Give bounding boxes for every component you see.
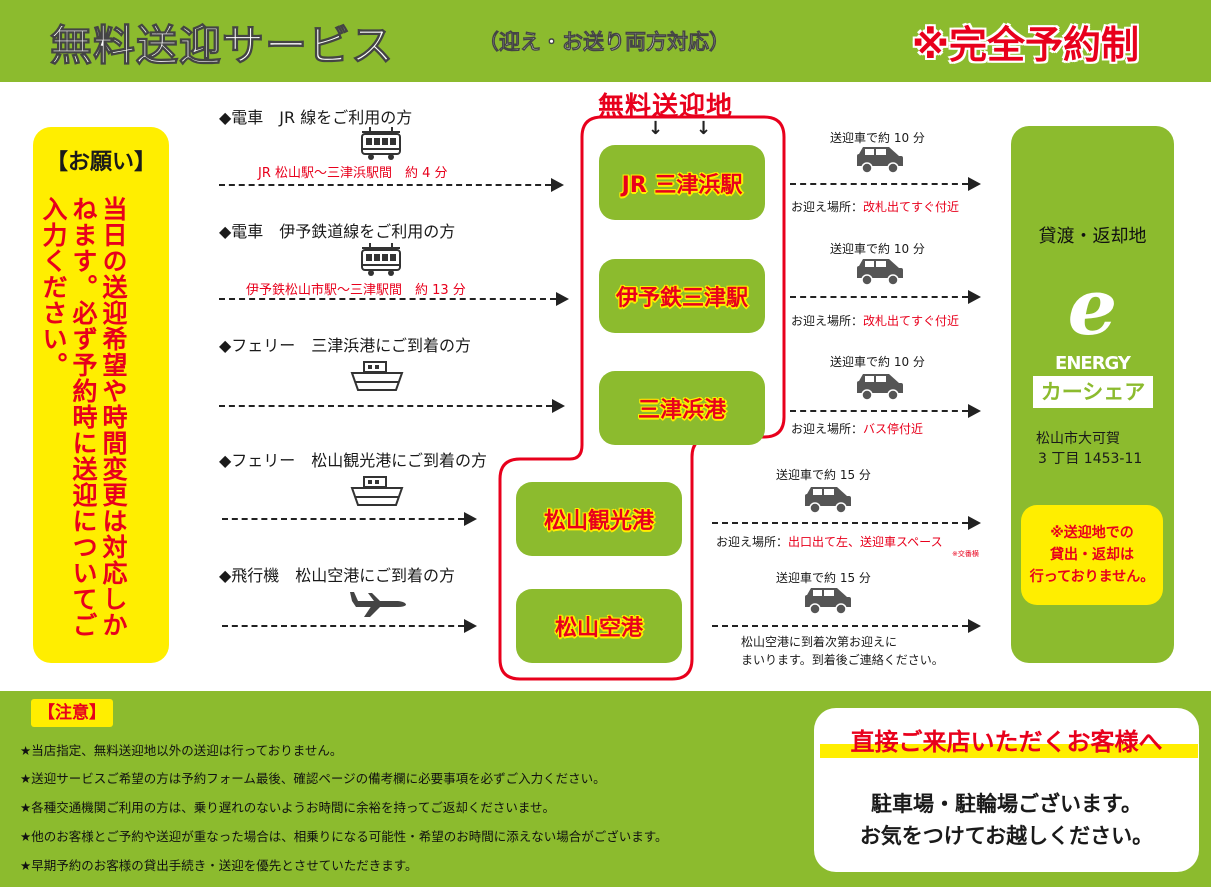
carshare-label: カーシェア [1033,376,1153,408]
page-subtitle: （迎え・お送り両方対応） [478,30,731,55]
down-arrow-icon: ↓ [696,118,712,139]
iyotetsu-section-time: 伊予鉄松山市駅〜三津駅間 約 13 分 [246,283,466,298]
down-arrow-icon: ↓ [648,118,664,139]
pickup-jr-mitsuhama: JR 三津浜駅 [599,145,765,220]
arrow-head-icon [551,178,564,192]
ferry-icon [350,476,404,506]
shuttle-arrow-line [712,522,968,524]
destination-note: ※送迎地での 貸出・返却は 行っておりません。 [1021,505,1163,605]
car-icon [857,147,903,174]
arrow-head-icon [552,399,565,413]
shuttle-arrow-line [790,183,968,185]
jr-section-time: JR 松山駅〜三津浜駅間 約 4 分 [258,166,448,181]
caution-item: ★送迎サービスご希望の方は予約フォーム最後、確認ページの備考欄に必要事項を必ずご… [20,771,606,786]
route-label-airplane: ◆飛行機 松山空港にご到着の方 [219,566,455,585]
reservation-notice: ※完全予約制 [912,23,1139,67]
caution-item: ★他のお客様とご予約や送迎が重なった場合は、相乗りになる可能性・希望のお時間に添… [20,829,668,844]
route-label-iyotetsu: ◆電車 伊予鉄道線をご利用の方 [219,222,456,241]
destination-address: 松山市大可賀 [1036,431,1120,447]
pickup-place: お迎え場所：改札出てすぐ付近 [791,200,960,214]
ferry-icon [350,361,404,391]
shuttle-time: 送迎車で約 10 分 [830,131,925,145]
airport-note: まいります。到着後ご連絡ください。 [741,653,944,667]
pickup-matsuyama-airport: 松山空港 [516,589,682,663]
visit-title: 直接ご来店いただくお客様へ [850,728,1163,756]
route-label-matsuyama-ferry: ◆フェリー 松山観光港にご到着の方 [219,451,487,470]
shuttle-time: 送迎車で約 15 分 [776,571,871,585]
caution-title: 【注意】 [31,699,113,727]
page-title: 無料送迎サービス [49,21,395,71]
arrow-head-icon [968,516,981,530]
arrow-head-icon [968,290,981,304]
direct-visit-box [814,708,1199,872]
car-icon [805,487,851,514]
shuttle-arrow-line [790,410,968,412]
shuttle-arrow-line [790,296,968,298]
request-title: 【お願い】 [45,150,156,175]
car-icon [857,259,903,286]
pickup-matsuyama-port: 松山観光港 [516,482,682,556]
airplane-icon [350,592,406,617]
pickup-iyotetsu-mitsu: 伊予鉄三津駅 [599,259,765,333]
route-arrow-line [222,625,464,627]
arrow-head-icon [464,619,477,633]
arrow-head-icon [968,177,981,191]
pickup-area-outline [498,115,786,681]
destination-title: 貸渡・返却地 [1038,226,1147,247]
pickup-place: お迎え場所：バス停付近 [791,422,924,436]
header-bar [0,0,1211,82]
request-box [33,127,169,663]
pickup-mitsuhama-port: 三津浜港 [599,371,765,445]
route-arrow-line [219,184,551,186]
train-icon [361,243,401,276]
shuttle-time: 送迎車で約 10 分 [830,242,925,256]
route-arrow-line [219,405,552,407]
arrow-head-icon [968,619,981,633]
pickup-place: お迎え場所：出口出て左、送迎車スペース [716,535,943,549]
visit-title-highlight [820,744,1198,758]
arrow-head-icon [556,292,569,306]
arrow-head-icon [968,404,981,418]
route-arrow-line [219,298,556,300]
shuttle-time: 送迎車で約 15 分 [776,468,871,482]
caution-item: ★早期予約のお客様の貸出手続き・送迎を優先とさせていただきます。 [20,858,418,873]
shuttle-arrow-line [712,625,968,627]
airport-note: 松山空港に到着次第お迎えに [741,635,898,649]
train-icon [361,127,401,160]
caution-item: ★各種交通機関ご利用の方は、乗り遅れのないようお時間に余裕を持ってご返却ください… [20,800,555,815]
car-icon [857,374,903,401]
shuttle-time: 送迎車で約 10 分 [830,355,925,369]
arrow-head-icon [464,512,477,526]
car-icon [805,588,851,615]
visit-line: お気をつけてお越しください。 [859,824,1154,848]
destination-address: 3 丁目 1453-11 [1038,451,1143,467]
request-body: 当日の送迎希望や時間変更は対応しかねます。必ず予約時に送迎についてご入力ください… [39,196,128,638]
visit-line: 駐車場・駐輪場ございます。 [871,792,1142,816]
route-label-jr: ◆電車 JR 線をご利用の方 [219,108,413,127]
caution-item: ★当店指定、無料送迎地以外の送迎は行っておりません。 [20,743,343,758]
pickup-place-note: ※交番横 [952,550,979,558]
energy-logo-name: ENERGY [1055,353,1131,374]
pickup-area-title: 無料送迎地 [598,92,734,122]
energy-logo-icon: e [1067,262,1118,353]
route-arrow-line [222,518,464,520]
route-label-mitsuhama-ferry: ◆フェリー 三津浜港にご到着の方 [219,336,471,355]
pickup-place: お迎え場所：改札出てすぐ付近 [791,314,960,328]
